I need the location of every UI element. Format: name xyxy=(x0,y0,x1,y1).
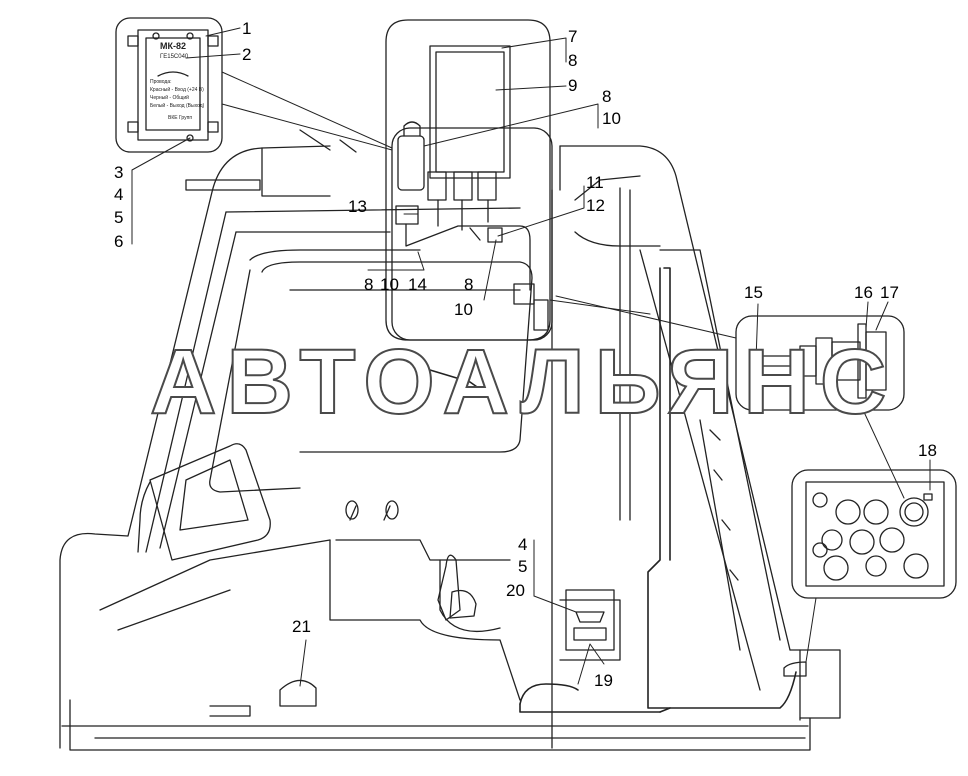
callout-16: 16 xyxy=(854,283,873,302)
wiring-harness xyxy=(429,267,797,713)
pedal-21 xyxy=(279,679,317,707)
callout-5: 5 xyxy=(114,208,124,227)
inset-control-block xyxy=(385,19,551,341)
callout-2: 2 xyxy=(242,45,252,64)
inset-panel xyxy=(791,469,957,599)
plate-line-3: Белый - Выход (Выход) xyxy=(150,103,205,109)
callout-10a: 10 xyxy=(602,109,621,128)
callout-7: 7 xyxy=(568,27,578,46)
callout-19: 19 xyxy=(594,671,613,690)
callout-6: 6 xyxy=(114,232,124,251)
callout-20: 20 xyxy=(506,581,525,600)
callout-12: 12 xyxy=(586,196,605,215)
callout-4b: 4 xyxy=(518,535,528,554)
plate-line-1: Красный - Вход (+24 В) xyxy=(150,87,204,93)
inset-connector xyxy=(735,315,905,411)
callout-14: 14 xyxy=(408,275,427,294)
callout-13: 13 xyxy=(348,197,367,216)
watermark: АВТОАЛЬЯНС xyxy=(149,331,897,433)
callout-21: 21 xyxy=(292,617,311,636)
callout-11: 11 xyxy=(586,173,604,192)
callout-3: 3 xyxy=(114,163,124,182)
plate-line-2: Черный - Общий xyxy=(150,95,189,101)
callout-10c: 10 xyxy=(454,300,473,319)
plate-line-4: ВКЕ Групп xyxy=(168,115,193,121)
inset-device xyxy=(115,17,223,153)
callout-10b: 10 xyxy=(380,275,399,294)
callout-8a: 8 xyxy=(568,51,578,70)
callout-8d: 8 xyxy=(464,275,474,294)
callout-1: 1 xyxy=(242,19,252,38)
callout-8c: 8 xyxy=(364,275,374,294)
plate-line-0: Провода: xyxy=(150,79,172,85)
callout-8b: 8 xyxy=(602,87,612,106)
leader-lines xyxy=(131,27,931,687)
connector-20 xyxy=(575,611,605,623)
cab-body xyxy=(59,129,841,751)
plate-spec: ГЕ15С040 xyxy=(160,54,189,60)
callout-5b: 5 xyxy=(518,557,528,576)
callout-18: 18 xyxy=(918,441,937,460)
callout-15: 15 xyxy=(744,283,763,302)
callout-9: 9 xyxy=(568,76,578,95)
callout-4: 4 xyxy=(114,185,124,204)
callout-17: 17 xyxy=(880,283,899,302)
control-console xyxy=(137,443,477,621)
plate-model: МК-82 xyxy=(160,41,186,51)
